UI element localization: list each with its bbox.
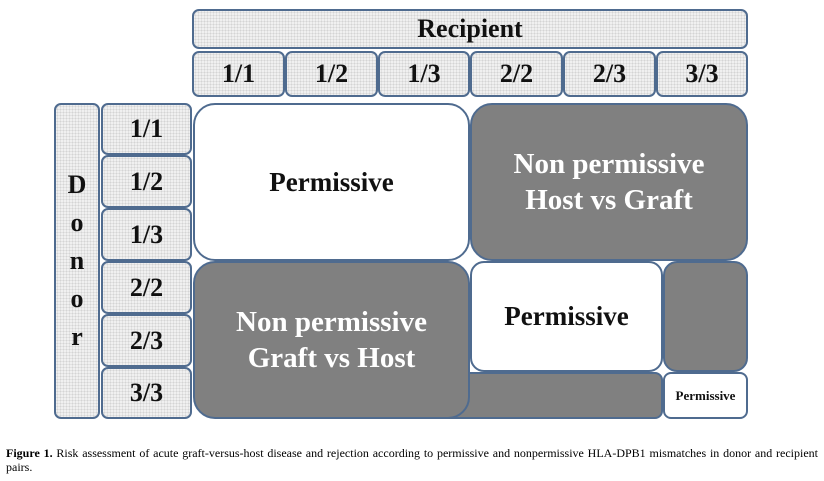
donor-genotype-2-2: 2/2 <box>101 261 192 314</box>
donor-letter: n <box>69 246 85 275</box>
permissive-region-middle: Permissive <box>470 261 663 372</box>
recipient-genotype-2-3: 2/3 <box>563 51 656 97</box>
region-label: Permissive <box>504 301 629 331</box>
figure-caption: Figure 1. Risk assessment of acute graft… <box>6 446 818 474</box>
donor-letter: o <box>70 208 84 237</box>
nonpermissive-side-region <box>663 261 748 372</box>
donor-genotype-1-2: 1/2 <box>101 155 192 208</box>
donor-genotype-3-3: 3/3 <box>101 367 192 419</box>
nonpermissive-graft-vs-host-extension <box>441 372 663 419</box>
donor-letter: r <box>71 322 83 351</box>
donor-genotype-2-3: 2/3 <box>101 314 192 367</box>
donor-letter: D <box>67 170 87 199</box>
region-label-line1: Non permissive <box>513 147 705 180</box>
recipient-genotype-1-3: 1/3 <box>378 51 470 97</box>
donor-genotype-1-1: 1/1 <box>101 103 192 155</box>
caption-text: Risk assessment of acute graft-versus-ho… <box>6 446 818 474</box>
recipient-genotype-2-2: 2/2 <box>470 51 563 97</box>
donor-letter: o <box>70 284 84 313</box>
figure-label: Figure 1. <box>6 446 53 460</box>
recipient-header: Recipient <box>192 9 748 49</box>
donor-header: D o n o r <box>54 103 100 419</box>
region-label-line2: Graft vs Host <box>247 342 416 374</box>
donor-genotype-1-3: 1/3 <box>101 208 192 261</box>
recipient-genotype-1-2: 1/2 <box>285 51 378 97</box>
permissive-region-corner: Permissive <box>663 372 748 419</box>
region-label: Permissive <box>675 387 736 403</box>
permissive-region-top-left: Permissive <box>193 103 470 261</box>
region-label-line2: Host vs Graft <box>525 184 693 216</box>
recipient-genotype-1-1: 1/1 <box>192 51 285 97</box>
nonpermissive-graft-vs-host-region: Non permissive Graft vs Host <box>193 261 470 419</box>
region-label: Permissive <box>269 166 394 197</box>
nonpermissive-host-vs-graft-region: Non permissive Host vs Graft <box>470 103 748 261</box>
region-label-line1: Non permissive <box>236 305 427 338</box>
recipient-genotype-3-3: 3/3 <box>656 51 748 97</box>
